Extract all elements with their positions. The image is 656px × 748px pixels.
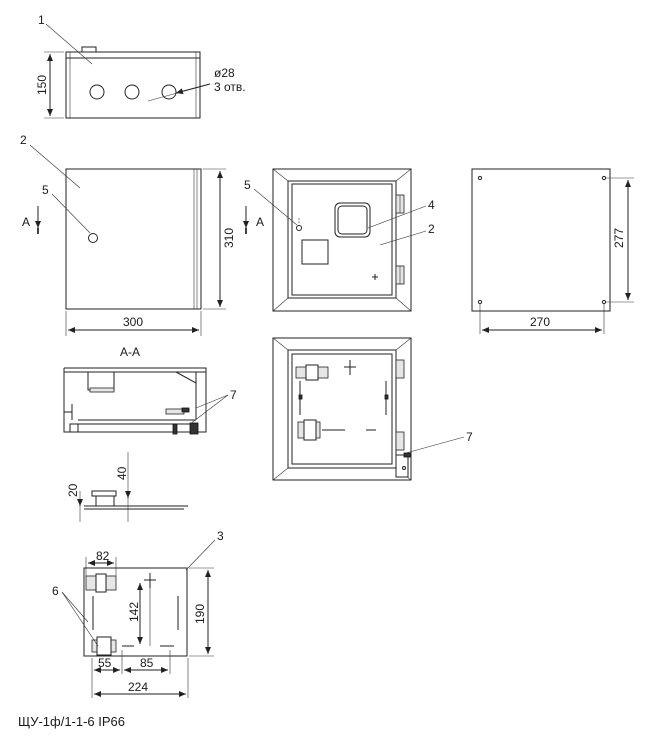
callout-5: 5 xyxy=(42,183,49,197)
front-view: A 2 5 310 300 xyxy=(20,133,236,336)
callout-4: 4 xyxy=(428,198,435,212)
rail-plate-view: 82 142 190 55 85 224 3 6 xyxy=(52,529,224,698)
dim-hole-diameter: ø28 xyxy=(214,66,235,80)
callout-6: 6 xyxy=(52,584,59,598)
interior-view: 7 xyxy=(272,337,473,481)
dim-82: 82 xyxy=(96,549,110,563)
section-view: A-A 7 xyxy=(63,345,237,435)
lock-hole xyxy=(88,233,98,243)
dim-85: 85 xyxy=(140,656,154,670)
dim-hole-count: 3 отв. xyxy=(214,80,246,94)
dim-40: 40 xyxy=(115,466,129,480)
dim-277: 277 xyxy=(612,228,626,248)
callout-5b: 5 xyxy=(244,178,251,192)
section-marker-left: A xyxy=(22,215,30,229)
callout-3: 3 xyxy=(217,529,224,543)
dim-55: 55 xyxy=(98,656,112,670)
dim-20: 20 xyxy=(66,483,80,497)
callout-2: 2 xyxy=(20,133,27,147)
back-view: 277 270 xyxy=(471,168,634,334)
dim-270: 270 xyxy=(530,315,550,329)
dim-142: 142 xyxy=(127,602,141,622)
callout-2b: 2 xyxy=(428,222,435,236)
callout-1: 1 xyxy=(38,13,45,27)
top-view: 150 ø28 3 отв. 1 xyxy=(35,13,246,119)
dim-190: 190 xyxy=(193,604,207,624)
callout-7: 7 xyxy=(230,388,237,402)
bracket-detail: 40 20 xyxy=(66,452,188,522)
dim-224: 224 xyxy=(128,680,148,694)
dim-310: 310 xyxy=(222,228,236,248)
section-marker-right: A xyxy=(256,215,264,229)
open-view: A 5 4 2 xyxy=(243,168,435,312)
cable-hole-2 xyxy=(124,84,140,100)
section-title: A-A xyxy=(120,345,140,359)
dim-300: 300 xyxy=(123,315,143,329)
dim-150: 150 xyxy=(35,75,49,95)
cable-hole-1 xyxy=(89,84,105,100)
product-caption: ЩУ-1ф/1-1-6 IP66 xyxy=(18,714,126,729)
callout-7b: 7 xyxy=(466,430,473,444)
